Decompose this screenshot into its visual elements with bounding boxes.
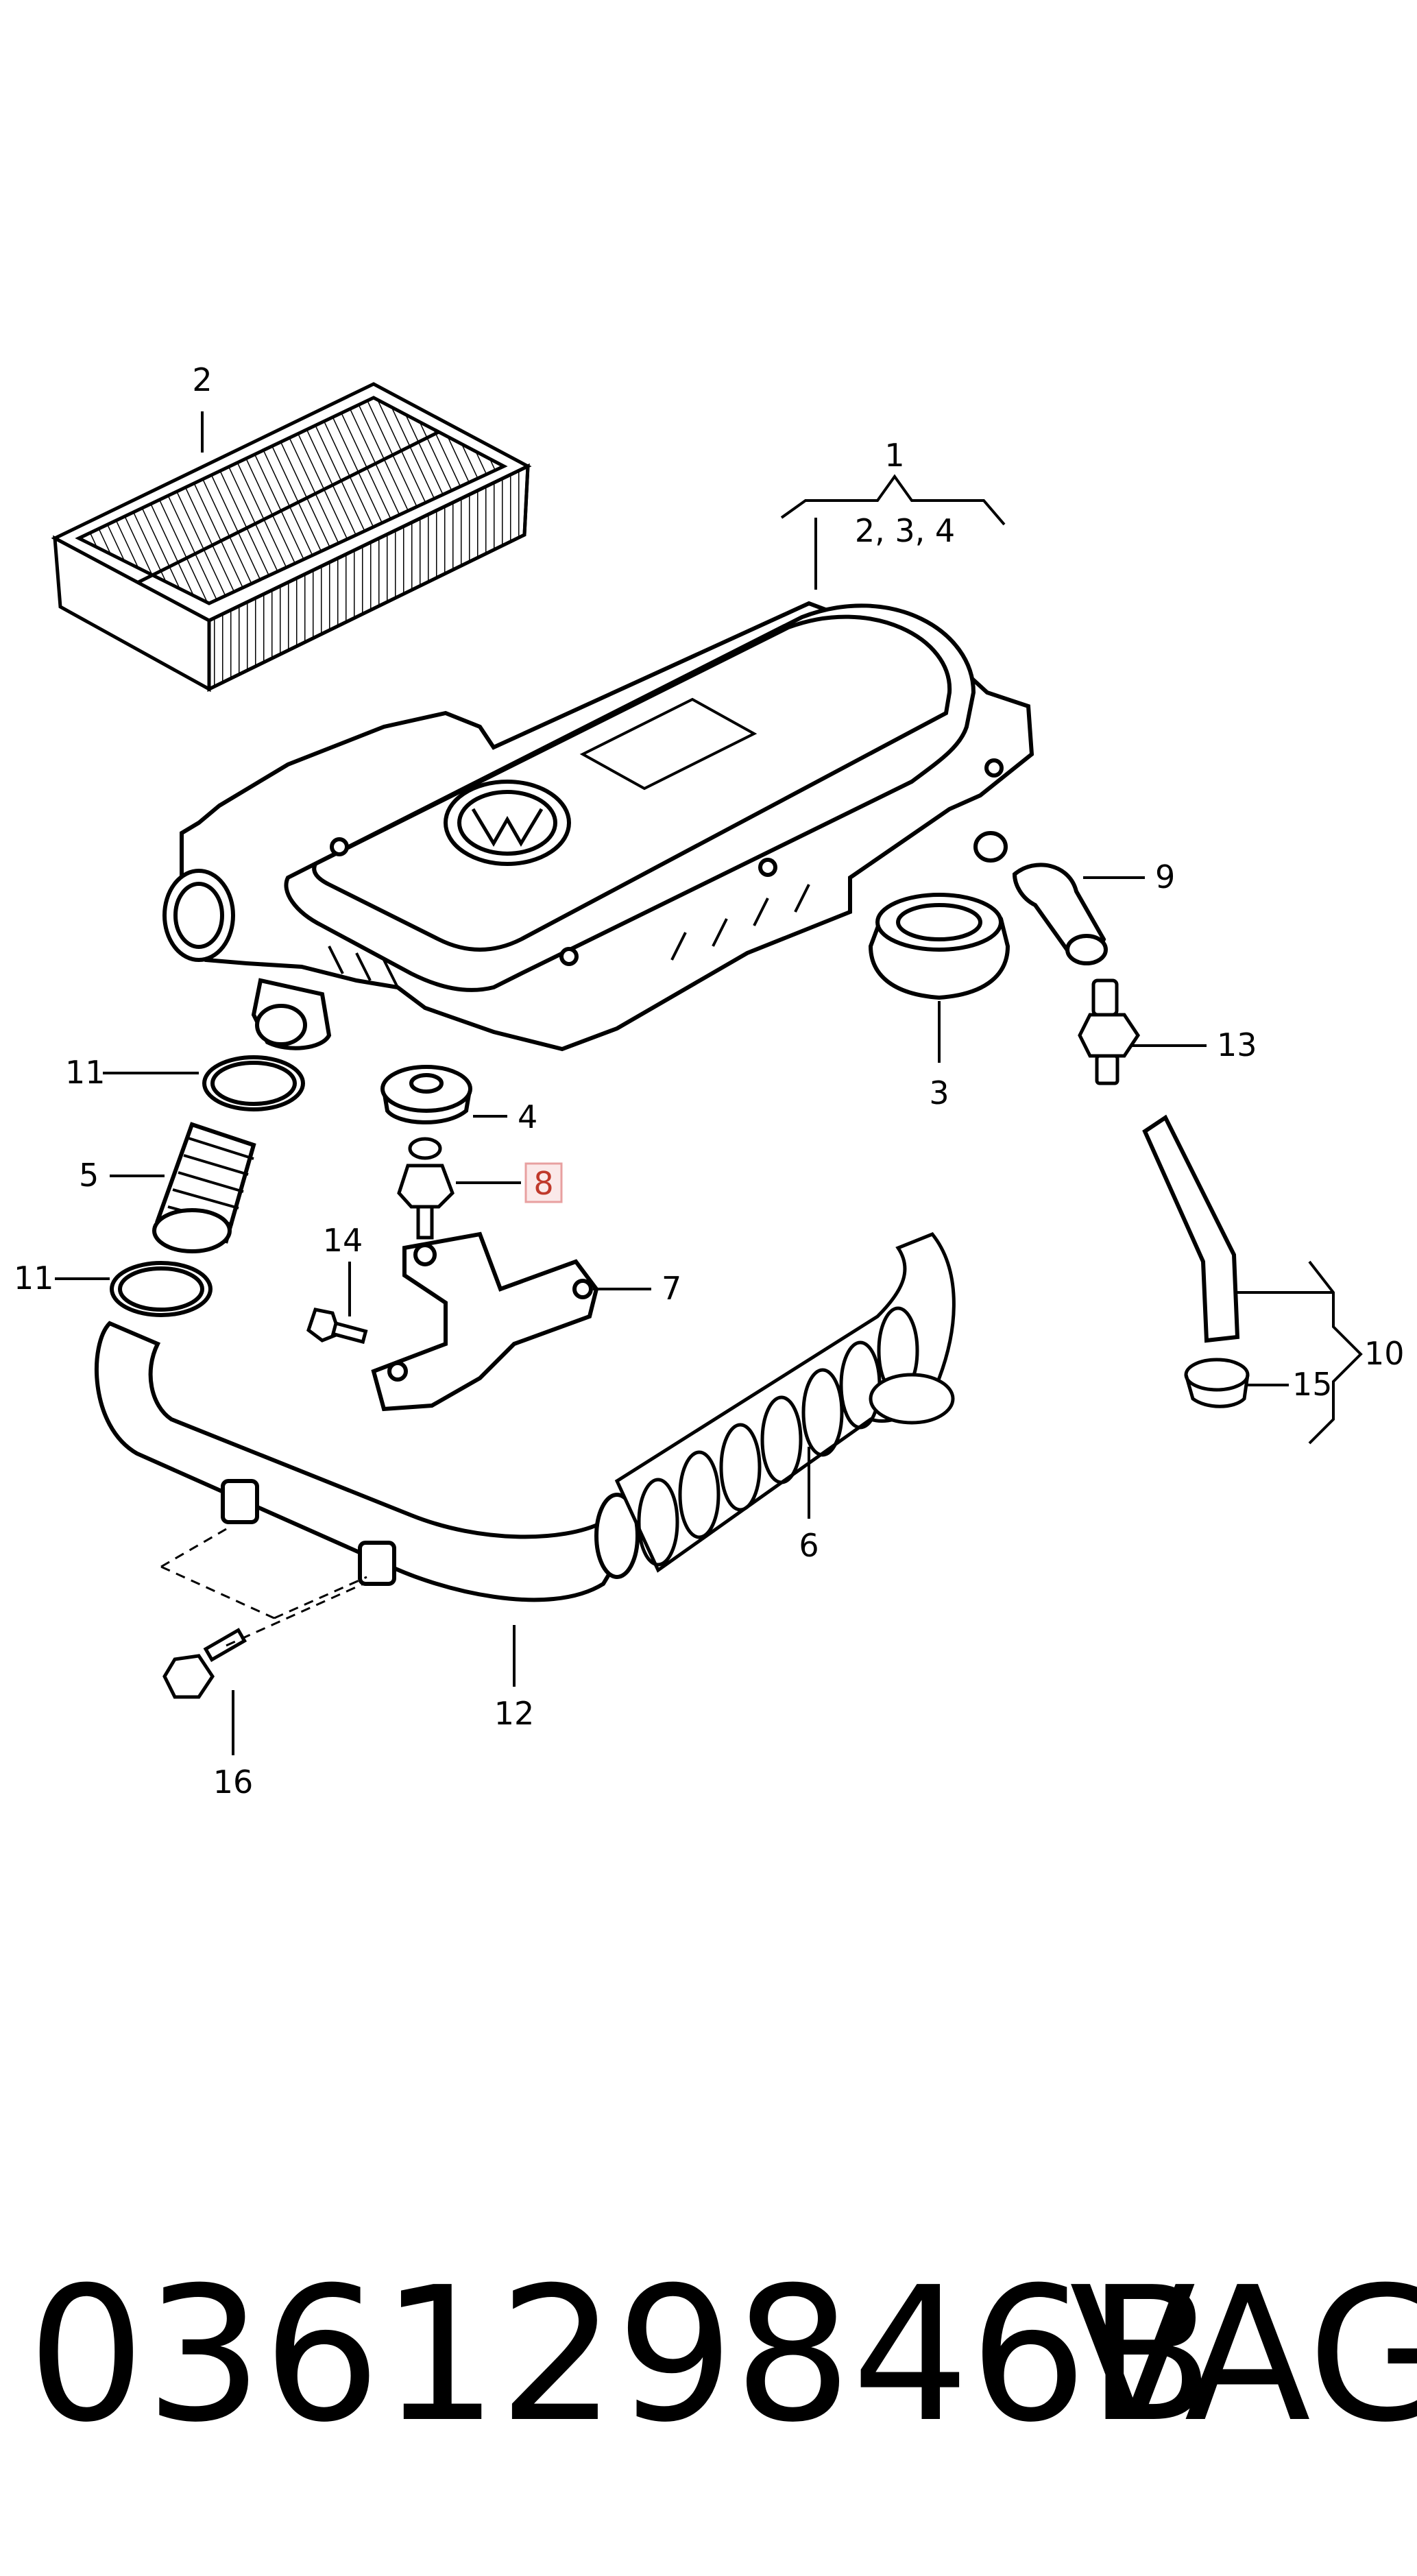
air-filter-element xyxy=(51,382,532,693)
part-number: 036129846B xyxy=(27,2247,1215,2463)
callout-12: 12 xyxy=(494,1695,535,1732)
mounting-bracket-7 xyxy=(371,1231,599,1412)
callout-1: 1 xyxy=(884,437,904,474)
corrugated-hose-6 xyxy=(614,1231,956,1573)
callout-labels: 2 1 2, 3, 4 9 13 3 4 8 7 14 11 5 11 10 1… xyxy=(14,361,1405,1801)
callout-11-lower: 11 xyxy=(14,1260,54,1297)
bolt-16 xyxy=(162,1628,247,1699)
valve-13 xyxy=(1078,978,1141,1085)
callout-6: 6 xyxy=(799,1527,819,1564)
intake-duct-12 xyxy=(95,1321,640,1602)
callout-13: 13 xyxy=(1217,1026,1257,1063)
buffer-stud-8 xyxy=(397,1137,455,1240)
rubber-mount-4 xyxy=(380,1065,472,1124)
callout-2: 2 xyxy=(192,361,212,398)
callout-15: 15 xyxy=(1292,1366,1333,1403)
callout-1-subparts: 2, 3, 4 xyxy=(855,512,955,549)
hose-9 xyxy=(1012,863,1108,965)
breather-hose xyxy=(1142,1114,1240,1343)
exploded-parts-diagram: 2 1 2, 3, 4 9 13 3 4 8 7 14 11 5 11 10 1… xyxy=(14,361,1405,1801)
intake-hose-5 xyxy=(152,1122,256,1253)
callout-8: 8 xyxy=(533,1165,553,1202)
hose-clamp-11-upper xyxy=(202,1055,305,1111)
footer-caption: 036129846B VAG xyxy=(0,2263,1417,2523)
callout-8-highlight-box xyxy=(524,1162,563,1203)
callout-9: 9 xyxy=(1155,858,1175,895)
callout-16: 16 xyxy=(213,1764,254,1801)
hose-clip-15 xyxy=(1184,1358,1250,1408)
air-cleaner-housing xyxy=(162,601,1034,1052)
grommet xyxy=(868,893,1010,1000)
dashed-assembly-lines xyxy=(160,1528,367,1647)
hose-clamp-11-lower xyxy=(110,1261,213,1317)
callout-4: 4 xyxy=(518,1098,537,1135)
bolt-14 xyxy=(306,1308,368,1345)
callout-3: 3 xyxy=(929,1074,949,1111)
leader-lines xyxy=(55,411,1363,1755)
brand-name: VAG xyxy=(1069,2247,1417,2463)
callout-11-upper: 11 xyxy=(65,1054,106,1091)
callout-7: 7 xyxy=(662,1270,681,1307)
callout-5: 5 xyxy=(79,1157,99,1194)
callout-14: 14 xyxy=(323,1222,363,1259)
callout-10: 10 xyxy=(1364,1335,1405,1372)
